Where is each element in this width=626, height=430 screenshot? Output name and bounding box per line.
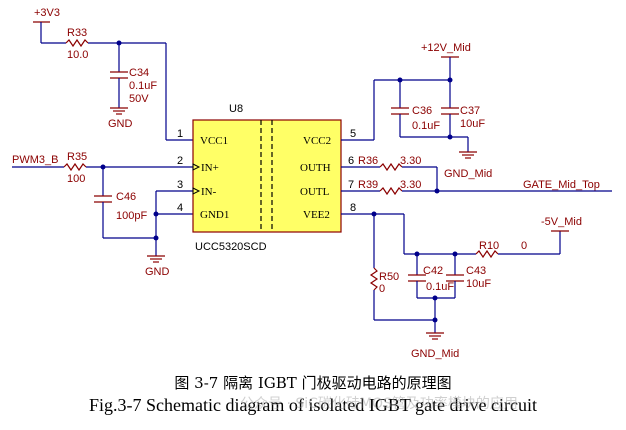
net-label-gate: GATE_Mid_Top <box>523 179 600 191</box>
c34-ref: C34 <box>129 67 149 79</box>
c37-value: 10uF <box>460 118 485 130</box>
capacitor-c36: C36 0.1uF <box>391 80 440 137</box>
ic-ref: U8 <box>229 103 243 115</box>
pin-name: VEE2 <box>303 209 330 221</box>
net-label-12v: +12V_Mid <box>421 42 471 54</box>
resistor-r10: R10 0 <box>475 240 527 259</box>
r10-ref: R10 <box>479 240 499 252</box>
r50-value: 0 <box>379 283 385 295</box>
net-12v: +12V_Mid <box>421 42 471 80</box>
c34-value: 0.1uF <box>129 80 157 92</box>
ic-part: UCC5320SCD <box>195 241 267 253</box>
c36-value: 0.1uF <box>412 120 440 132</box>
capacitor-c37: C37 10uF <box>441 80 485 137</box>
pin-num: 5 <box>350 128 356 140</box>
pin-num: 4 <box>177 202 183 214</box>
pin-num: 3 <box>177 179 183 191</box>
net-3v3: +3V3 <box>33 7 60 43</box>
capacitor-c46: C46 100pF <box>94 167 147 238</box>
gnd-label: GND <box>145 266 170 278</box>
resistor-r39: R39 3.30 <box>358 179 421 196</box>
pin-name: IN- <box>201 186 217 198</box>
capacitor-c42: C42 0.1uF <box>408 254 454 298</box>
pin-num: 1 <box>177 128 183 140</box>
c37-ref: C37 <box>460 105 480 117</box>
pin-num: 7 <box>348 179 354 191</box>
capacitor-c43: C43 10uF <box>446 254 491 298</box>
r36-value: 3.30 <box>400 155 421 167</box>
r35-ref: R35 <box>67 151 87 163</box>
c43-ref: C43 <box>466 265 486 277</box>
resistor-r35: R35 100 <box>63 151 87 185</box>
c42-ref: C42 <box>423 265 443 277</box>
junction-dot <box>153 235 159 241</box>
pin-num: 2 <box>177 155 183 167</box>
ground-symbol: GND <box>108 107 133 130</box>
r39-ref: R39 <box>358 179 378 191</box>
figure-caption-chinese: 图 3-7 隔离 IGBT 门极驱动电路的原理图 <box>174 374 452 392</box>
c43-value: 10uF <box>466 278 491 290</box>
watermark: 公众号 · SiC碳化硅MOS管及功率模块的应用 <box>240 396 518 412</box>
pin-name: VCC1 <box>200 135 228 147</box>
pin-num: 6 <box>348 155 354 167</box>
pin-name: VCC2 <box>303 135 331 147</box>
net-label-pwm: PWM3_B <box>12 154 58 166</box>
figure-caption-english: Fig.3-7 Schematic diagram of isolated IG… <box>88 395 538 415</box>
r35-value: 100 <box>67 173 85 185</box>
junction-dot <box>153 211 159 217</box>
r50-ref: R50 <box>379 271 399 283</box>
c46-ref: C46 <box>116 191 136 203</box>
resistor-r33: R33 10.0 <box>65 27 89 61</box>
pin-name: IN+ <box>201 162 219 174</box>
gnd-mid-label: GND_Mid <box>444 168 492 180</box>
resistor-r50: R50 0 <box>369 214 399 320</box>
gnd-mid-label: GND_Mid <box>411 348 459 360</box>
ic-u8: U8 UCC5320SCD 1 VCC1 2 IN+ 3 IN- 4 GND1 … <box>177 103 356 253</box>
junction-dot <box>432 295 438 301</box>
r36-ref: R36 <box>358 155 378 167</box>
c34-voltage: 50V <box>129 93 149 105</box>
ground-symbol: GND <box>145 255 170 278</box>
ground-symbol: GND_Mid <box>444 151 492 180</box>
junction-dot <box>447 134 453 140</box>
r33-value: 10.0 <box>67 49 88 61</box>
c36-ref: C36 <box>412 105 432 117</box>
pin-name: GND1 <box>200 209 229 221</box>
capacitor-c34: C34 0.1uF 50V <box>110 43 157 108</box>
c46-value: 100pF <box>116 210 147 222</box>
pin-name: OUTH <box>300 162 331 174</box>
resistor-r36: R36 3.30 <box>358 155 421 172</box>
net-minus5v: -5V_Mid <box>541 216 582 232</box>
c42-value: 0.1uF <box>426 281 454 293</box>
pin-num: 8 <box>350 202 356 214</box>
r39-value: 3.30 <box>400 179 421 191</box>
net-label-3v3: +3V3 <box>34 7 60 19</box>
pin-name: OUTL <box>300 186 330 198</box>
schematic: +3V3 R33 10.0 C34 0.1uF 50V GND PWM3_B R… <box>12 7 612 360</box>
r10-value: 0 <box>521 240 527 252</box>
net-label-minus5v: -5V_Mid <box>541 216 582 228</box>
ground-symbol: GND_Mid <box>411 332 459 360</box>
r33-ref: R33 <box>67 27 87 39</box>
gnd-label: GND <box>108 118 133 130</box>
